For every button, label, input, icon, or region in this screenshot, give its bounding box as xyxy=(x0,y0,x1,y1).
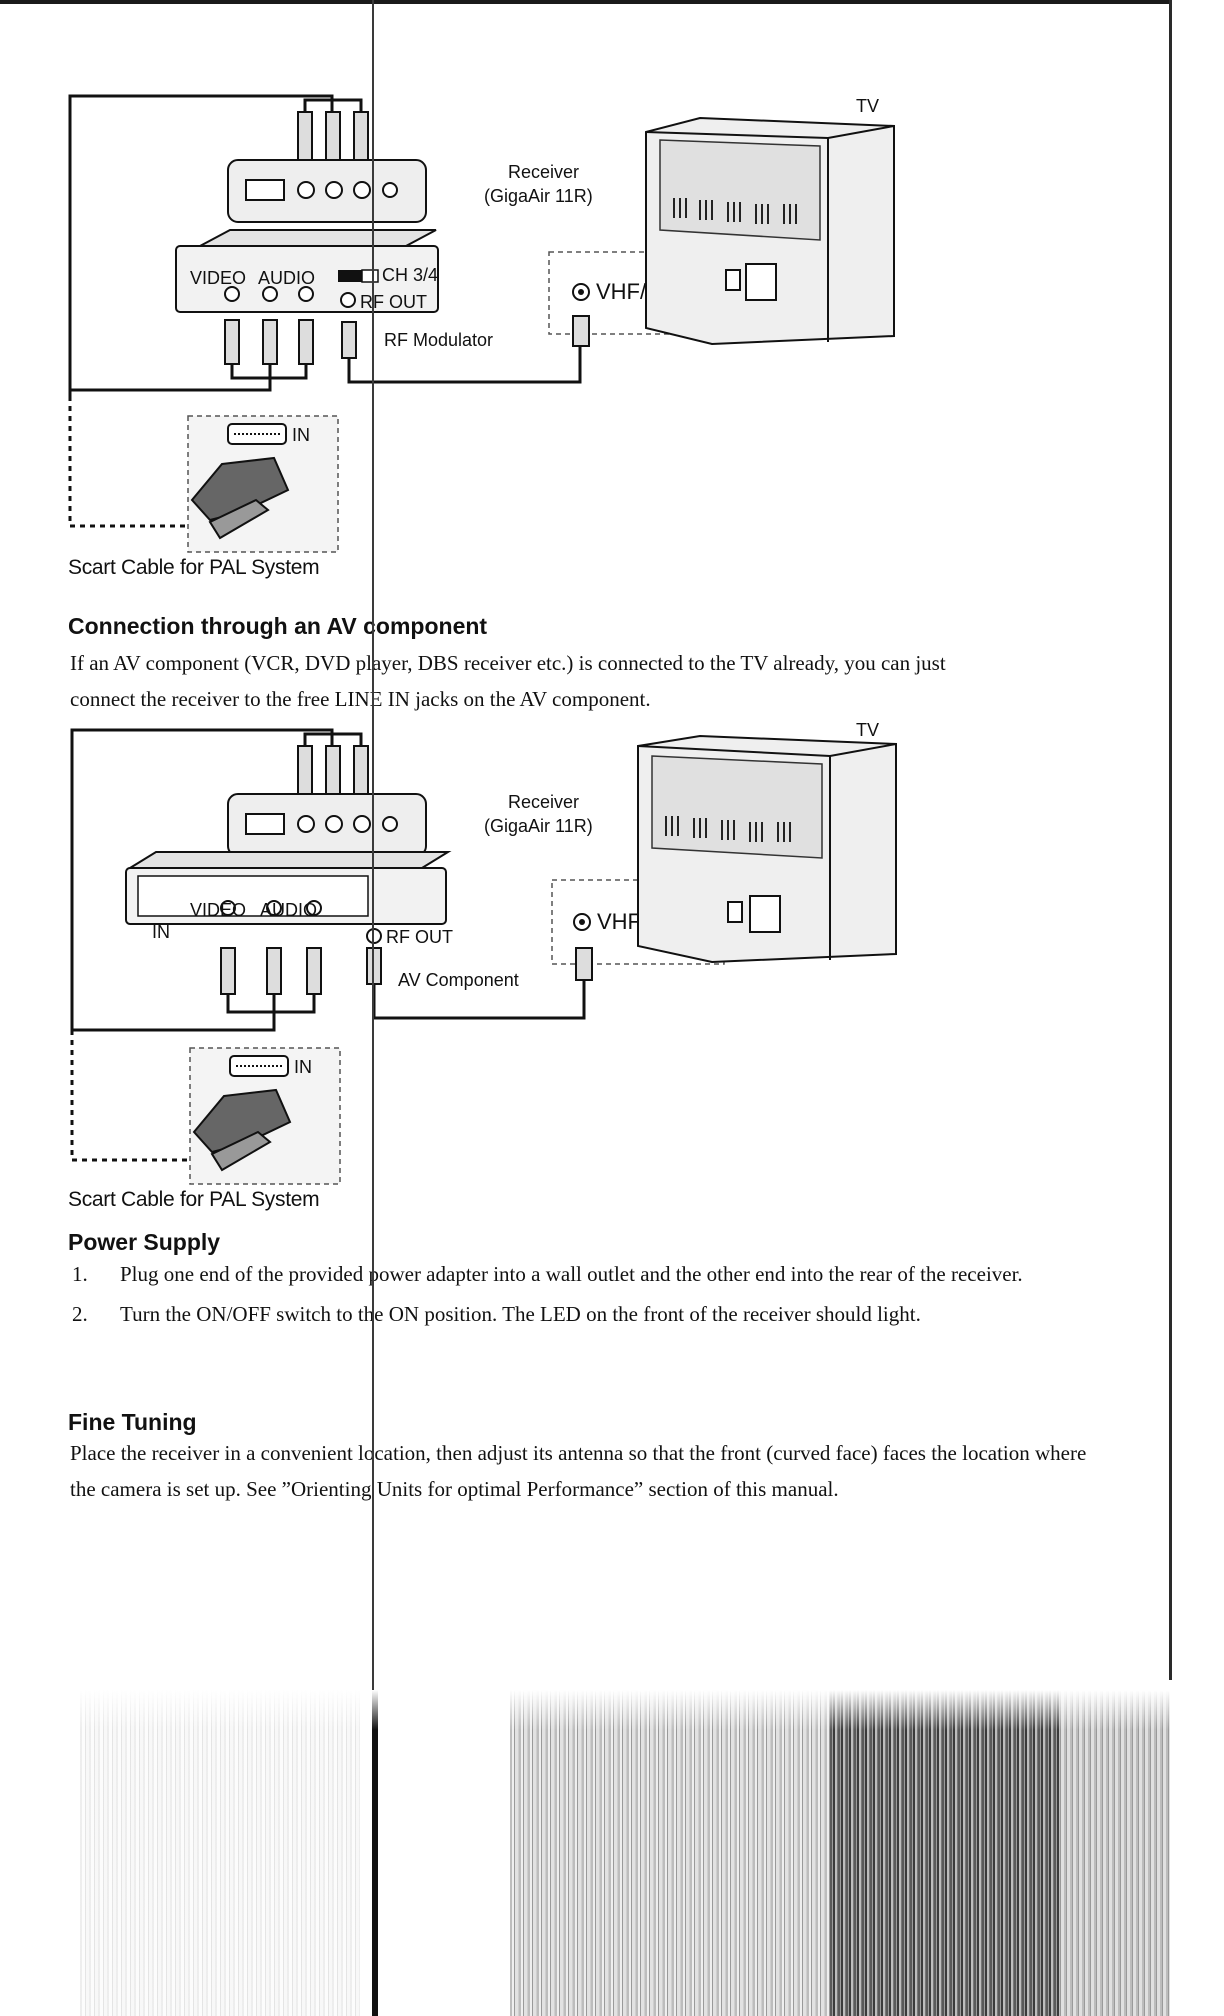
paragraph-av-line-2: connect the receiver to the free LINE IN… xyxy=(70,687,651,711)
modulator-video-label: VIDEO xyxy=(190,268,246,288)
av-audio-label: AUDIO xyxy=(260,900,317,920)
av-in-label: IN xyxy=(152,922,170,942)
list-item-text: Turn the ON/OFF switch to the ON positio… xyxy=(120,1302,921,1326)
scart-cable-illustration-2 xyxy=(189,1047,341,1185)
av-component-connection-diagram: Receiver (GigaAir 11R) IN VIDEO AUDIO RF… xyxy=(60,716,960,1186)
list-item-text: Plug one end of the provided power adapt… xyxy=(120,1262,1023,1286)
paragraph-fine-tuning: Place the receiver in a convenient locat… xyxy=(70,1441,1087,1501)
diagram-2-svg: Receiver (GigaAir 11R) IN VIDEO AUDIO RF… xyxy=(70,720,897,1185)
list-item: 2. Turn the ON/OFF switch to the ON posi… xyxy=(70,1296,1100,1332)
power-supply-steps: 1. Plug one end of the provided power ad… xyxy=(70,1256,1100,1336)
diagram-1-svg: Receiver (GigaAir 11R) VIDEO AUDIO CH 3/… xyxy=(68,94,895,553)
av-device-label: AV Component xyxy=(398,970,519,990)
av-video-label: VIDEO xyxy=(190,900,246,920)
heading-fine-tuning: Fine Tuning xyxy=(68,1409,197,1435)
heading-av-component: Connection through an AV component xyxy=(68,613,488,639)
paragraph-av-line-1: If an AV component (VCR, DVD player, DBS… xyxy=(70,651,946,675)
rf-out-label-2: RF OUT xyxy=(386,927,453,947)
scan-artifact-line xyxy=(372,0,374,2016)
receiver-device xyxy=(227,159,427,223)
caption-scart-1: Scart Cable for PAL System xyxy=(68,556,320,579)
receiver-device-2 xyxy=(227,793,427,857)
list-number: 1. xyxy=(72,1262,88,1286)
caption-scart-2: Scart Cable for PAL System xyxy=(68,1188,320,1211)
receiver-label-2: Receiver xyxy=(508,792,579,812)
modulator-audio-label: AUDIO xyxy=(258,268,315,288)
receiver-label: Receiver xyxy=(508,162,579,182)
receiver-model-label-2: (GigaAir 11R) xyxy=(484,816,593,836)
receiver-model-label: (GigaAir 11R) xyxy=(484,186,593,206)
scart-cable-illustration xyxy=(187,415,339,553)
tv-label: TV xyxy=(856,96,879,116)
list-number: 2. xyxy=(72,1302,88,1326)
av-component-device xyxy=(125,851,452,944)
scart-in-label: IN xyxy=(292,425,310,445)
rf-out-label: RF OUT xyxy=(360,292,427,312)
channel-label: CH 3/4 xyxy=(382,265,438,285)
tv-illustration xyxy=(645,116,895,346)
rf-modulator-connection-diagram: Receiver (GigaAir 11R) VIDEO AUDIO CH 3/… xyxy=(60,80,960,600)
tv-label-2: TV xyxy=(856,720,879,740)
device-label: RF Modulator xyxy=(384,330,493,350)
scan-noise-band xyxy=(0,1690,1224,2016)
heading-power-supply: Power Supply xyxy=(68,1229,221,1255)
scan-top-border xyxy=(0,0,1172,4)
list-item: 1. Plug one end of the provided power ad… xyxy=(70,1256,1100,1292)
scan-right-border xyxy=(1169,0,1172,1680)
tv-illustration-2 xyxy=(637,734,897,964)
scart-in-label-2: IN xyxy=(294,1057,312,1077)
